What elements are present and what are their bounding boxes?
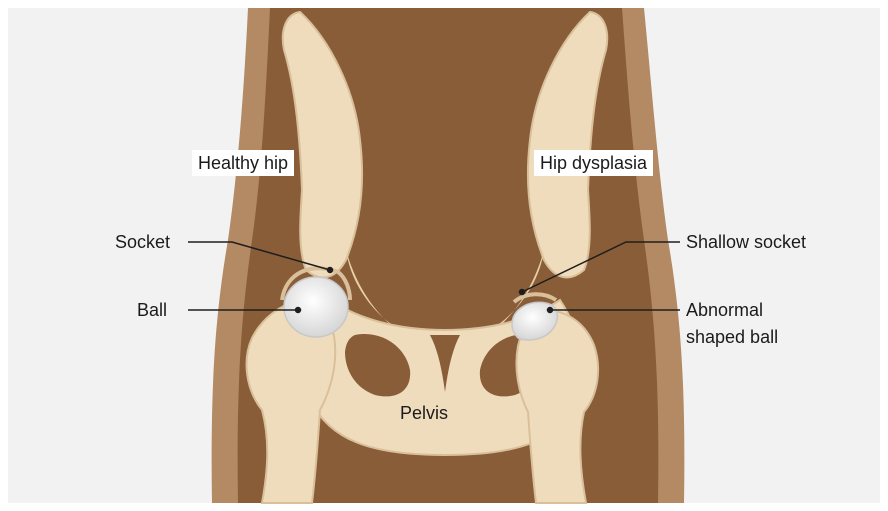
socket-label: Socket bbox=[115, 231, 170, 253]
shallow-socket-leader-dot bbox=[520, 290, 525, 295]
socket-leader-dot bbox=[328, 268, 333, 273]
abnormal-ball-leader-dot bbox=[548, 308, 553, 313]
pelvis-label: Pelvis bbox=[400, 402, 448, 424]
shallow-socket-label: Shallow socket bbox=[686, 231, 806, 253]
ball-label: Ball bbox=[137, 299, 167, 321]
abnormal-ball-label-line2: shaped ball bbox=[686, 326, 778, 348]
hip-dysplasia-label: Hip dysplasia bbox=[534, 150, 653, 176]
ball-leader-dot bbox=[296, 308, 301, 313]
abnormal-ball-label-line1: Abnormal bbox=[686, 299, 763, 321]
healthy-ball bbox=[284, 277, 348, 337]
healthy-hip-label: Healthy hip bbox=[192, 150, 294, 176]
